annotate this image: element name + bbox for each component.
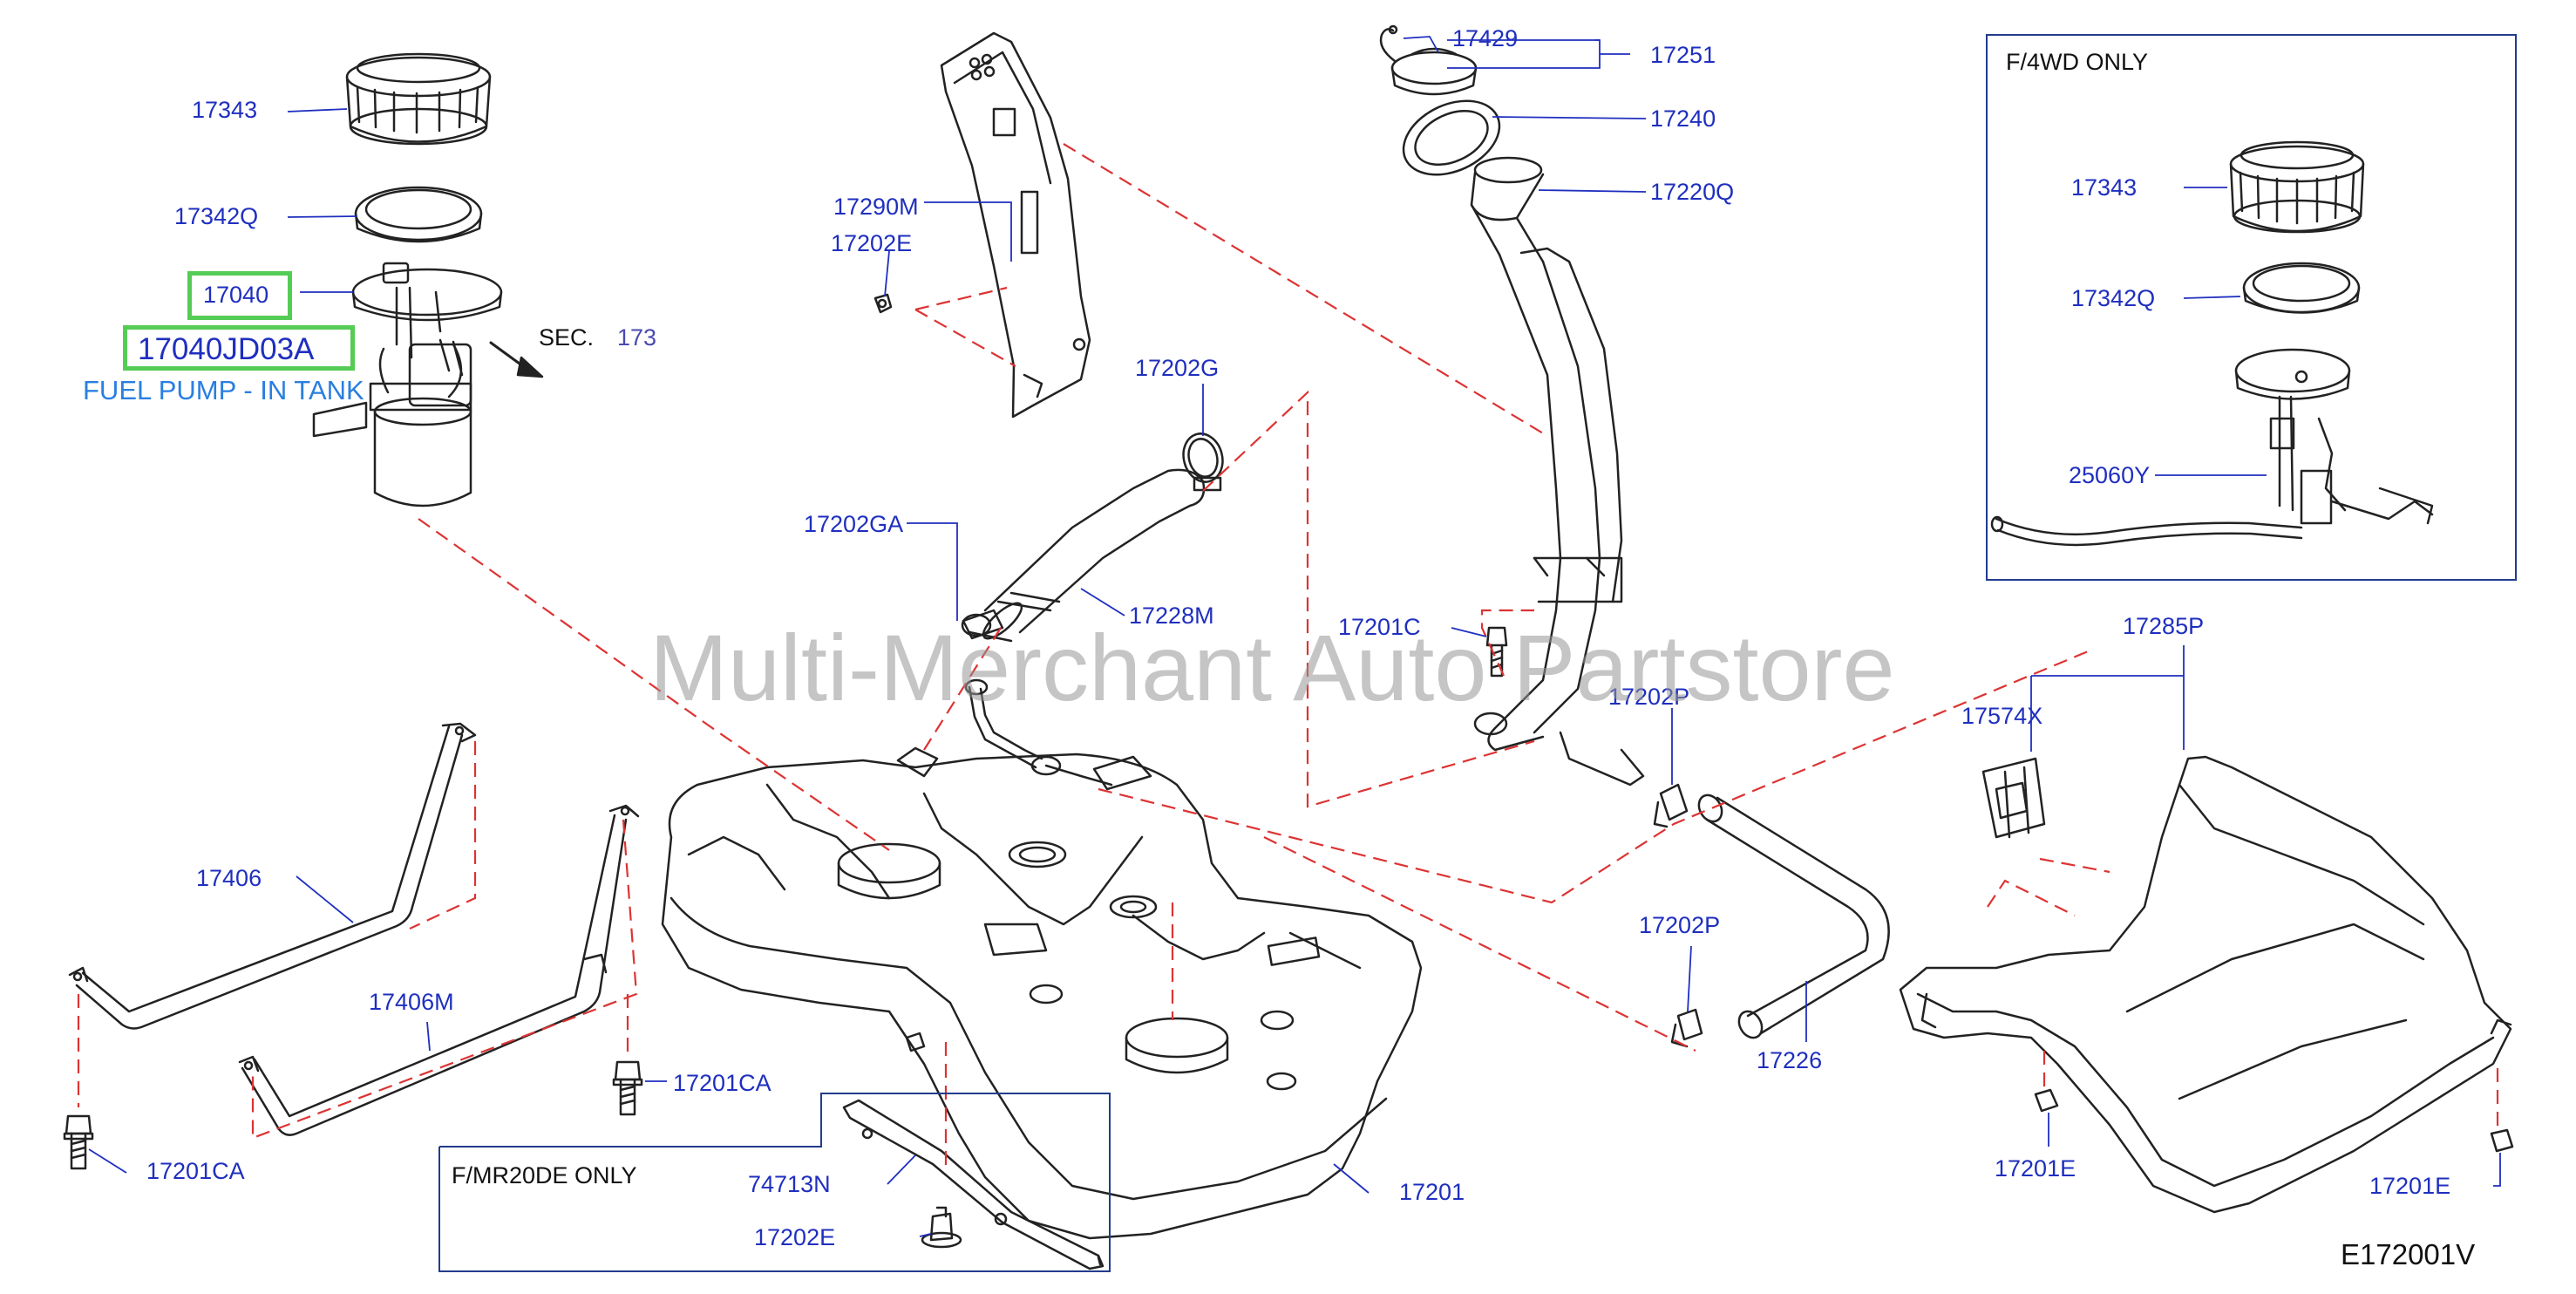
- callout-17290M[interactable]: 17290M: [833, 194, 919, 220]
- callout-17201C[interactable]: 17201C: [1338, 614, 1421, 640]
- callout-17201CA-b[interactable]: 17201CA: [673, 1070, 771, 1096]
- callout-17343[interactable]: 17343: [192, 97, 258, 123]
- clip-17202E-bot-drawing: [921, 1206, 962, 1249]
- callout-17202E-top[interactable]: 17202E: [831, 230, 913, 256]
- section-ref-prefix: SEC.: [539, 324, 595, 351]
- callout-17202P-a[interactable]: 17202P: [1608, 684, 1690, 710]
- watermark: Multi-Merchant Auto Partstore: [649, 615, 1895, 720]
- gasket-17342Q-drawing: [354, 186, 483, 243]
- clip-17201E-a-drawing: [2034, 1088, 2059, 1113]
- bolt-17201CA-b-drawing: [612, 1060, 643, 1116]
- callout-17202E-bot[interactable]: 17202E: [754, 1224, 836, 1250]
- inset-4wd-sender-drawing: [1990, 348, 2434, 547]
- strap-17406M-drawing: [238, 804, 640, 1136]
- bracket-17290M-drawing: [940, 31, 1091, 419]
- callout-17574X[interactable]: 17574X: [1961, 703, 2043, 729]
- callout-17040[interactable]: 17040: [203, 282, 269, 308]
- part-description: FUEL PUMP - IN TANK: [83, 375, 364, 405]
- callout-17202GA[interactable]: 17202GA: [804, 511, 904, 537]
- inset-4wd-gasket-drawing: [2242, 262, 2361, 314]
- diagram-code: E172001V: [2341, 1238, 2476, 1270]
- shield-17285P-drawing: [1899, 755, 2512, 1214]
- clamp-17202P-a-drawing: [1653, 783, 1689, 828]
- callout-17406M[interactable]: 17406M: [369, 989, 454, 1015]
- inset-4wd-frame: [1986, 34, 2517, 581]
- callout-17342Q[interactable]: 17342Q: [174, 203, 259, 229]
- hose-17226-drawing: [1697, 793, 1890, 1039]
- section-arrow-icon: [516, 356, 544, 378]
- callout-17202G[interactable]: 17202G: [1135, 355, 1220, 381]
- callout-17226[interactable]: 17226: [1757, 1047, 1823, 1073]
- bolt-17201CA-a-drawing: [63, 1114, 94, 1170]
- callout-74713N[interactable]: 74713N: [748, 1171, 831, 1197]
- clip-17201E-b-drawing: [2490, 1128, 2514, 1153]
- highlight-box-part-number: [187, 271, 292, 320]
- inset-4wd-callout-17343[interactable]: 17343: [2071, 174, 2138, 201]
- inset-4wd-title: F/4WD ONLY: [2006, 49, 2149, 75]
- callout-17228M[interactable]: 17228M: [1129, 603, 1214, 629]
- callout-17240[interactable]: 17240: [1650, 106, 1716, 132]
- callout-17201[interactable]: 17201: [1399, 1179, 1465, 1205]
- callout-17429[interactable]: 17429: [1452, 25, 1519, 51]
- section-ref-number[interactable]: 173: [617, 324, 657, 351]
- callout-17201CA-a[interactable]: 17201CA: [146, 1158, 245, 1184]
- callout-17201E-a[interactable]: 17201E: [1995, 1155, 2076, 1182]
- highlight-box-oem-number: [123, 325, 355, 371]
- inset-4wd-callout-17342Q[interactable]: 17342Q: [2071, 285, 2156, 311]
- lock-ring-17343-drawing: [345, 52, 492, 146]
- oem-part-number[interactable]: 17040JD03A: [138, 332, 315, 366]
- inset-4wd-callout-25060Y[interactable]: 25060Y: [2069, 462, 2151, 488]
- bracket-74713N-drawing: [842, 1099, 1104, 1270]
- callout-17285P[interactable]: 17285P: [2123, 613, 2205, 639]
- callout-17202P-b[interactable]: 17202P: [1639, 912, 1721, 938]
- inset-mr20-title: F/MR20DE ONLY: [452, 1162, 637, 1188]
- strap-17406-drawing: [68, 722, 477, 1030]
- callout-17220Q[interactable]: 17220Q: [1650, 179, 1735, 205]
- callout-17251[interactable]: 17251: [1650, 42, 1716, 68]
- clip-17574X-drawing: [1981, 757, 2046, 839]
- filler-neck-17220Q-drawing: [1470, 156, 1645, 787]
- inset-4wd-ring-drawing: [2229, 140, 2365, 234]
- inset-mr20-frame: [438, 1093, 1111, 1272]
- callout-17201E-b[interactable]: 17201E: [2369, 1173, 2451, 1199]
- callout-17406[interactable]: 17406: [196, 865, 262, 891]
- clamp-17202GA-drawing: [961, 609, 1013, 643]
- fuel-tank-17201-drawing: [661, 746, 1423, 1240]
- ring-17240-drawing: [1402, 99, 1501, 176]
- clamp-17202G-drawing: [1182, 432, 1224, 492]
- bolt-17201C-drawing: [1485, 626, 1508, 678]
- clip-17202E-top-drawing: [873, 293, 893, 314]
